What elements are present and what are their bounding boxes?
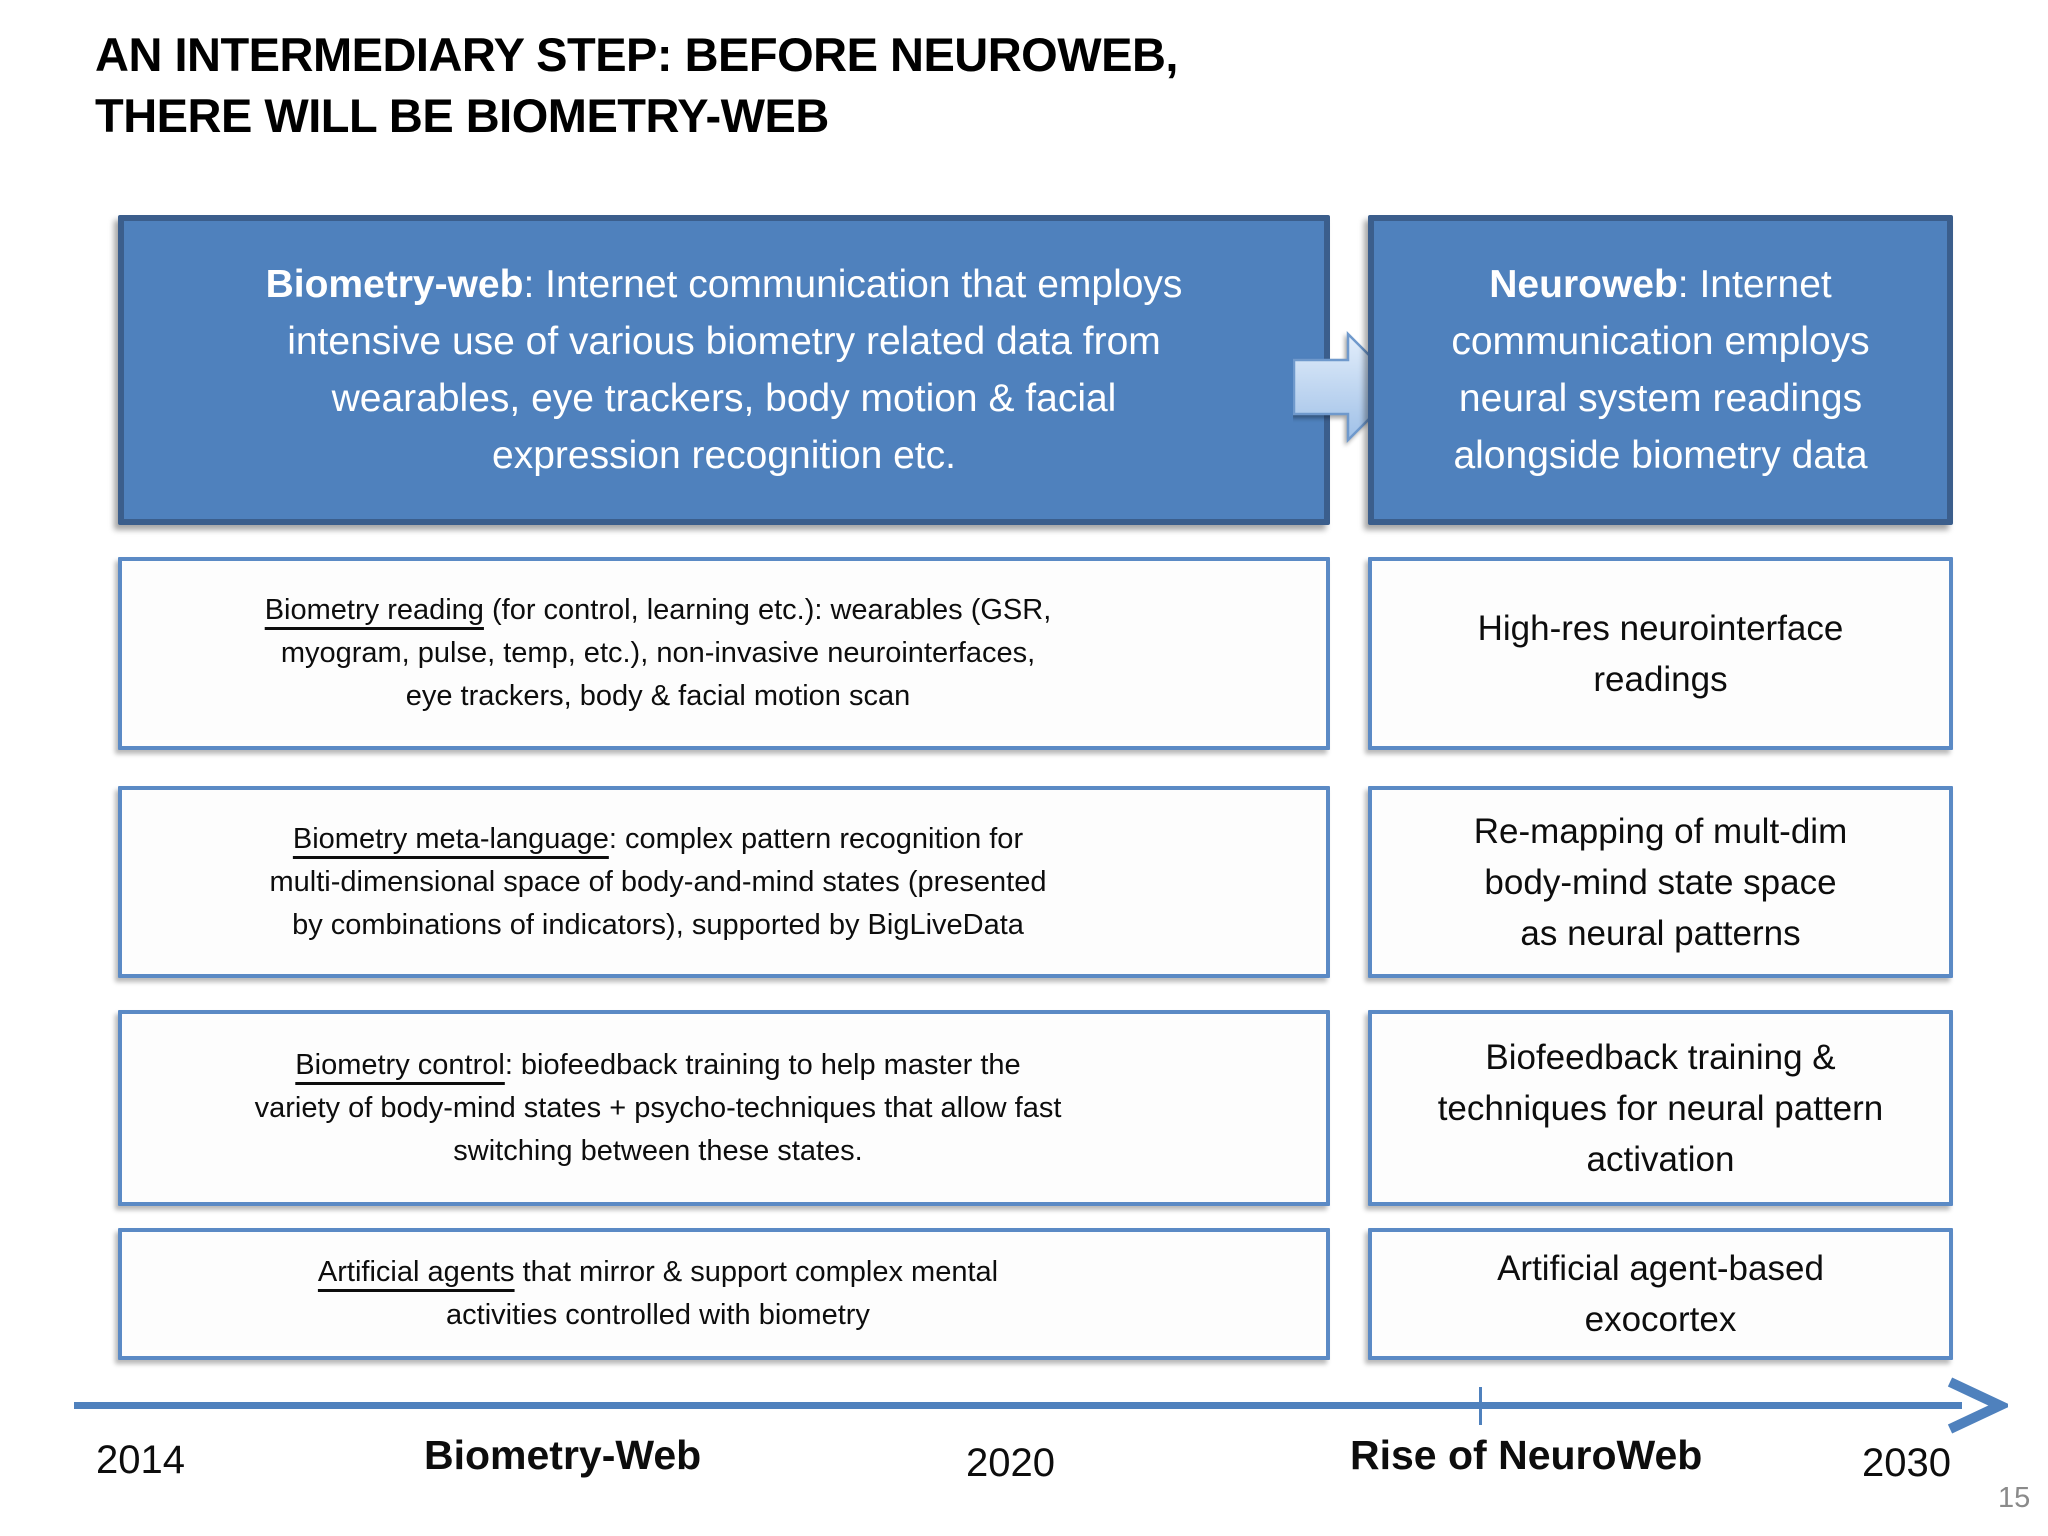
page-title: AN INTERMEDIARY STEP: BEFORE NEUROWEB, T… — [95, 28, 1178, 142]
timeline-right-arrowhead-icon — [1947, 1377, 2008, 1434]
biometry-control-rest: : biofeedback training to help master th… — [254, 1048, 1062, 1167]
biometry-meta-language-text: Biometry meta-language: complex pattern … — [262, 818, 1187, 947]
neurointerface-readings-box: High-res neurointerface readings — [1368, 557, 1953, 750]
exocortex-text: Artificial agent-based exocortex — [1497, 1249, 1824, 1339]
timeline-tick — [1479, 1387, 1482, 1425]
page-number: 15 — [1998, 1482, 2031, 1514]
timeline-year-2030: 2030 — [1862, 1441, 1951, 1485]
biometry-web-term: Biometry-web — [265, 263, 524, 306]
artificial-agents-box: Artificial agents that mirror & support … — [118, 1228, 1330, 1360]
remapping-state-space-text: Re-mapping of mult-dim body-mind state s… — [1473, 811, 1848, 953]
biometry-meta-language-box: Biometry meta-language: complex pattern … — [118, 786, 1330, 978]
timeline-year-2014: 2014 — [96, 1438, 185, 1482]
neuroweb-definition-box: Neuroweb: Internet communication employs… — [1368, 215, 1953, 525]
remapping-state-space-box: Re-mapping of mult-dim body-mind state s… — [1368, 786, 1953, 978]
biometry-control-box: Biometry control: biofeedback training t… — [118, 1010, 1330, 1206]
artificial-agents-lead: Artificial agents — [317, 1256, 515, 1288]
biometry-meta-language-lead: Biometry meta-language — [292, 822, 609, 855]
biometry-web-definition-text: Biometry-web: Internet communication tha… — [236, 256, 1213, 484]
biofeedback-training-box: Biofeedback training & techniques for ne… — [1368, 1010, 1953, 1206]
biometry-meta-language-rest: : complex pattern recognition for multi-… — [269, 822, 1047, 941]
neuroweb-definition-text: Neuroweb: Internet communication employs… — [1447, 256, 1873, 484]
artificial-agents-text: Artificial agents that mirror & support … — [310, 1251, 1138, 1337]
biometry-control-lead: Biometry control — [295, 1048, 505, 1081]
neuroweb-term: Neuroweb — [1489, 263, 1678, 306]
exocortex-box: Artificial agent-based exocortex — [1368, 1228, 1953, 1360]
biometry-web-definition-box: Biometry-web: Internet communication tha… — [118, 215, 1330, 525]
biometry-reading-text: Biometry reading (for control, learning … — [257, 589, 1192, 718]
biometry-reading-box: Biometry reading (for control, learning … — [118, 557, 1330, 750]
timeline-axis — [74, 1402, 1962, 1409]
timeline-phase-rise-of-neuroweb: Rise of NeuroWeb — [1350, 1432, 1703, 1478]
biometry-reading-rest: (for control, learning etc.): wearables … — [280, 594, 1052, 712]
neuroweb-definition-rest: : Internet communication employs neural … — [1451, 263, 1870, 477]
biofeedback-training-text: Biofeedback training & techniques for ne… — [1437, 1037, 1884, 1179]
artificial-agents-rest: that mirror & support complex mental act… — [446, 1256, 999, 1331]
biometry-web-definition-rest: : Internet communication that employs in… — [287, 263, 1183, 477]
biometry-control-text: Biometry control: biofeedback training t… — [247, 1044, 1202, 1173]
timeline-year-2020: 2020 — [966, 1441, 1055, 1485]
timeline-phase-biometry-web: Biometry-Web — [424, 1432, 702, 1478]
biometry-reading-lead: Biometry reading — [264, 594, 484, 626]
neurointerface-readings-text: High-res neurointerface readings — [1477, 608, 1844, 699]
